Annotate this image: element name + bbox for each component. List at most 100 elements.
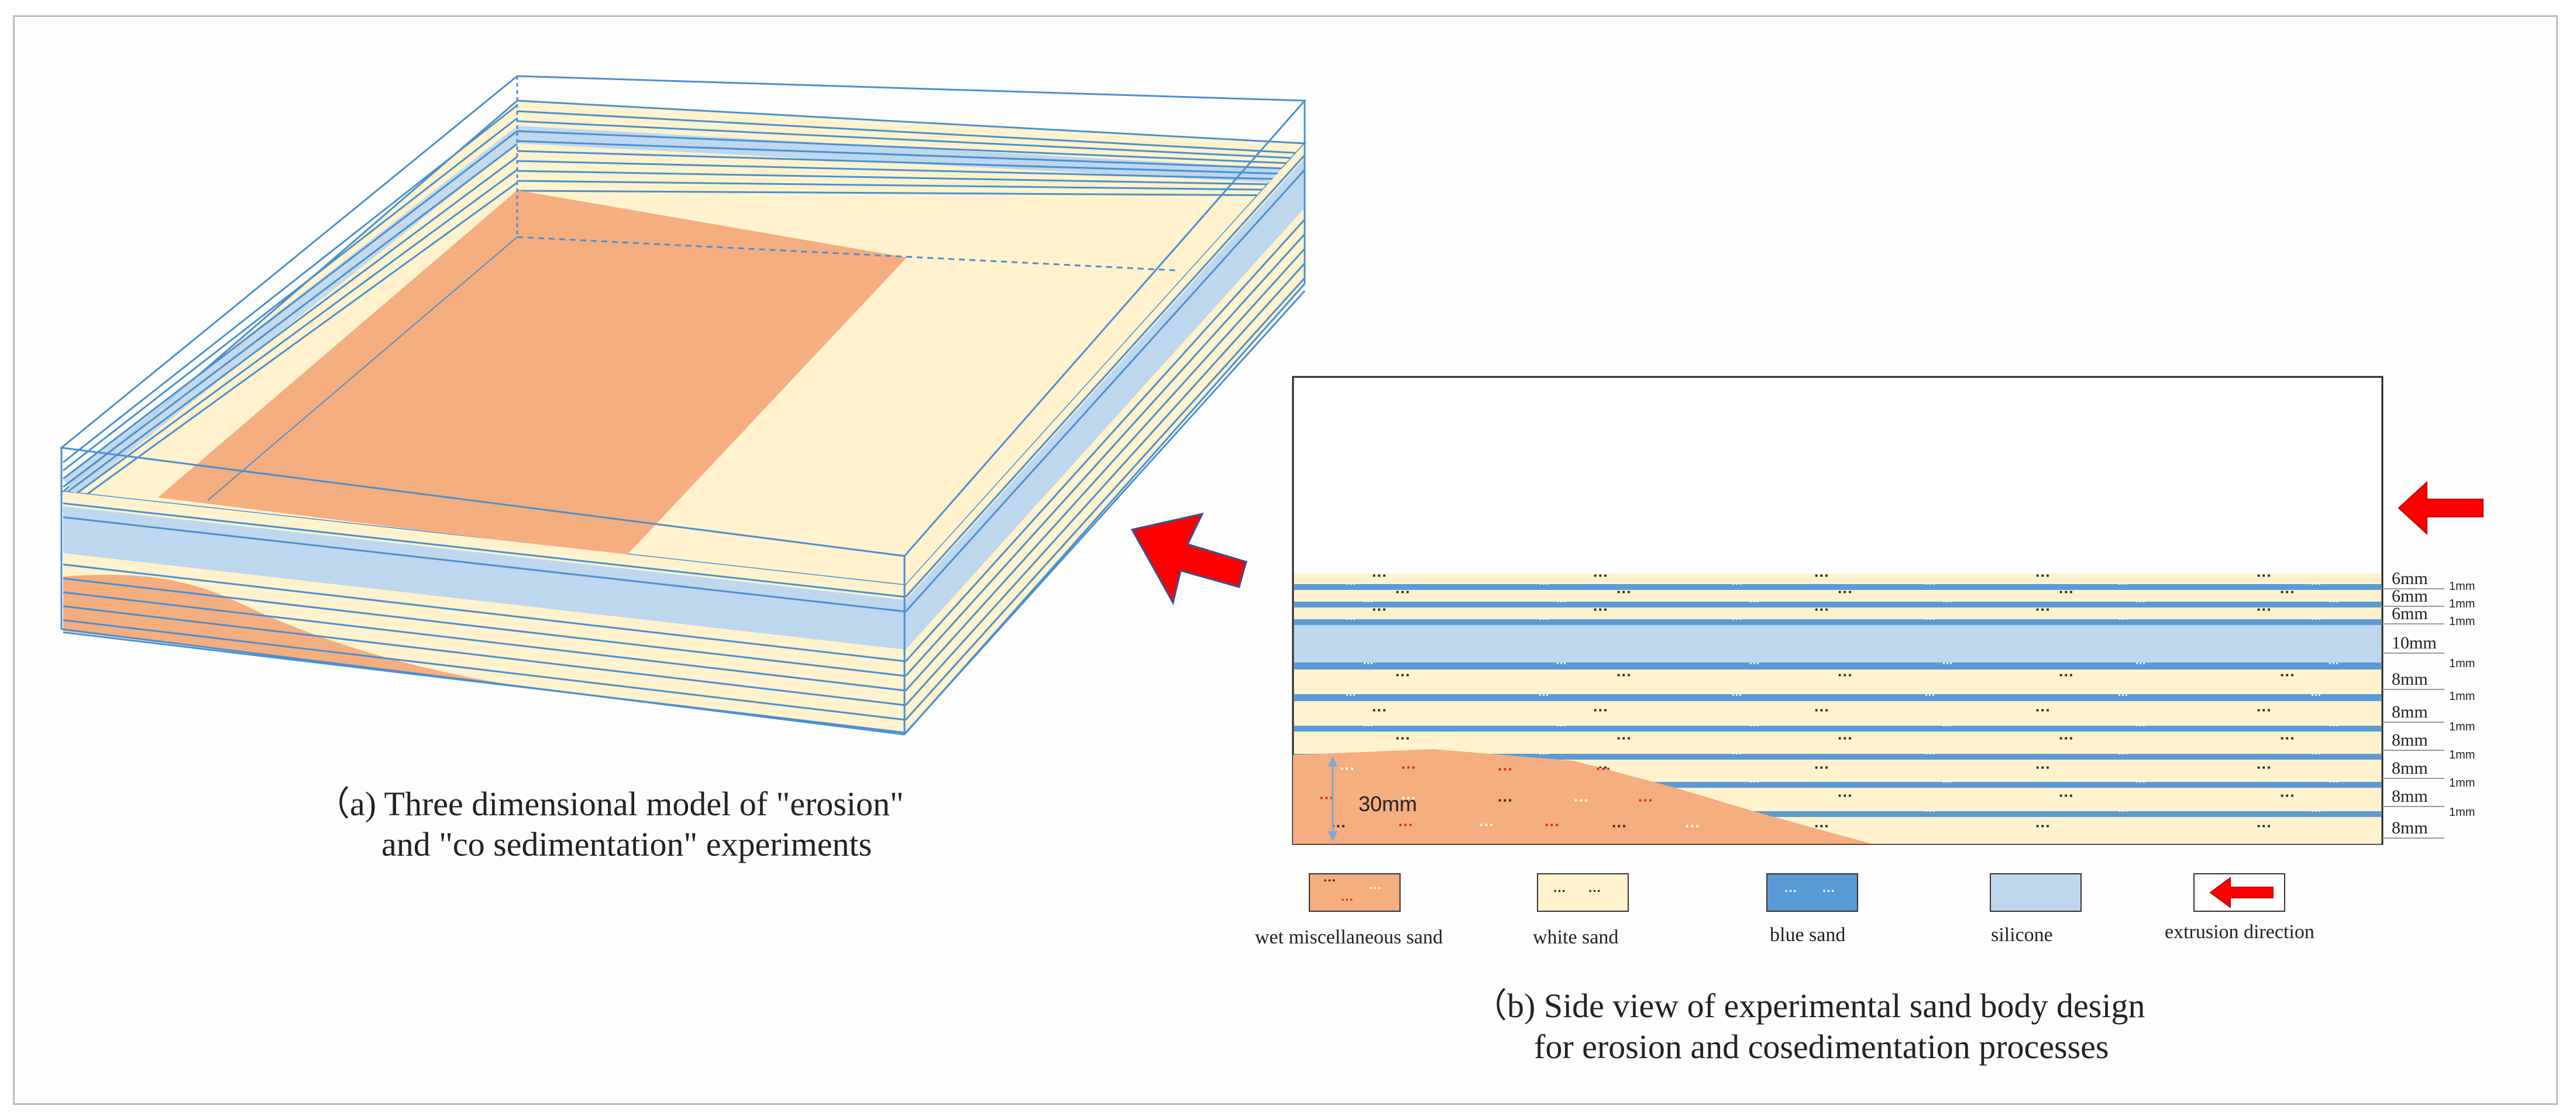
blue-sand-dots: ··· [2311,689,2322,701]
thickness-label: 6mm [2392,569,2428,588]
hidden-edge-diagonal [207,236,518,501]
back-layer-line [517,150,1305,176]
right-layer-line [904,169,1306,613]
thickness-label: 8mm [2392,670,2428,689]
right-layer-line [904,218,1306,663]
legend-label-silicone: silicone [1991,924,2053,946]
blue-sand-layer [1294,602,2381,607]
left-layer-line [63,181,518,513]
sand-dots: ··· [1372,701,1387,719]
blue-sand-dots: ··· [1732,613,1742,625]
back-layer-line [517,170,1305,186]
legend-dots-5: ··· [1588,884,1601,898]
white-sand-layer [1294,701,2381,726]
left-layer-line [63,143,518,488]
front-layer-line [63,502,906,598]
side-view-section: ········································… [1292,376,2475,845]
right-layer-line [904,154,1306,598]
sand-dots: ··· [2280,666,2295,684]
blue-sand-layer [1294,811,2381,817]
blue-sand-dots: ··· [2311,805,2322,817]
blue-sand-dots: ··· [2329,776,2339,788]
blue-sand-dots: ··· [1363,720,1374,732]
wet-sand-dots: ··· [1596,760,1611,777]
blue-sand-dots: ··· [1925,578,1935,590]
back-layer-line [517,140,1305,170]
sand-dots: ··· [2280,583,2295,600]
white-sand-layer [1294,670,2381,694]
side-layers: ········································… [1294,567,2381,844]
sand-dots: ··· [1593,600,1608,618]
blue-sand-dots: ··· [1539,748,1549,760]
legend-label-white-sand: white sand [1533,926,1618,948]
thickness-label: 8mm [2392,758,2428,778]
blue-sand-dots: ··· [1925,748,1935,760]
thin-layer-label: 1mm [2449,580,2475,593]
back-layer-line [517,160,1305,181]
blue-sand-dots: ··· [1942,658,1953,670]
extrusion-arrow-3d [1130,512,1247,606]
blue-sand-dots: ··· [1539,689,1549,701]
top-wet-sand-region [158,190,907,556]
blue-sand-dots: ··· [1749,776,1760,788]
blue-sand-dots: ··· [2135,658,2146,670]
thickness-label: 8mm [2392,818,2428,837]
blue-sand-dots: ··· [1732,578,1742,590]
blue-sand-layer [1294,694,2381,701]
dimension-arrow-bottom [1328,831,1337,842]
blue-sand-dots: ··· [1539,613,1549,625]
sand-dots: ··· [2059,666,2074,684]
front-silicone-layer [63,506,906,650]
blue-sand-layer [1294,754,2381,760]
sand-dots: ··· [1814,600,1829,618]
right-layer-line [904,248,1306,692]
left-layer-lines [63,104,518,513]
extrusion-arrow-side [2398,480,2484,536]
sand-dots: ··· [1838,666,1853,684]
sand-dots: ··· [1838,729,1853,747]
sand-dots: ··· [1593,701,1608,719]
blue-sand-dots: ··· [1556,720,1567,732]
back-layer-lines [517,110,1305,197]
blue-sand-dots: ··· [2311,748,2322,760]
front-layer-line [63,619,906,721]
thin-layer-label: 1mm [2449,615,2475,628]
blue-sand-dots: ··· [2135,776,2146,788]
sand-dots: ··· [1395,729,1411,747]
left-layer-line [63,117,518,472]
wet-sand-dots: ··· [1340,760,1355,777]
blue-sand-dots: ··· [1346,613,1356,625]
right-layer-line [904,277,1306,721]
thin-layer-label: 1mm [2449,777,2475,790]
sand-dots: ··· [1593,567,1608,584]
blue-sand-dots: ··· [1732,748,1742,760]
sand-dots: ··· [2059,787,2074,804]
back-layer-line [517,180,1305,191]
legend-swatch-blue-sand [1766,873,1858,912]
blue-sand-dots: ··· [1539,578,1549,590]
wedge-height-label: 30mm [1358,792,1417,816]
thickness-label: 8mm [2392,730,2428,750]
back-layer-line [517,110,1305,155]
sand-dots: ··· [1617,666,1632,684]
caption-a-line1: （a) Three dimensional model of "erosion" [316,785,904,823]
back-layer-line [517,120,1305,160]
front-wet-sand-wedge [63,575,503,684]
sand-dots: ··· [1617,583,1632,600]
sand-dots: ··· [2280,787,2295,804]
sand-dots: ··· [1372,567,1387,584]
back-layer-line [517,190,1305,197]
white-sand-layer [1294,607,2381,619]
back-layer-line [517,130,1305,165]
blue-sand-dots: ··· [1749,658,1760,670]
blue-sand-dots: ··· [2118,805,2128,817]
blue-sand-dots: ··· [1925,689,1935,701]
blue-sand-layer [1294,726,2381,732]
wet-sand-dots: ··· [1401,758,1416,776]
box-bottom-front [61,628,905,736]
thickness-label: 8mm [2392,787,2428,806]
sand-dots: ··· [1814,567,1829,584]
blue-sand-dots: ··· [1556,596,1567,607]
front-layer-line [63,577,906,677]
front-layer-lines [63,502,906,734]
